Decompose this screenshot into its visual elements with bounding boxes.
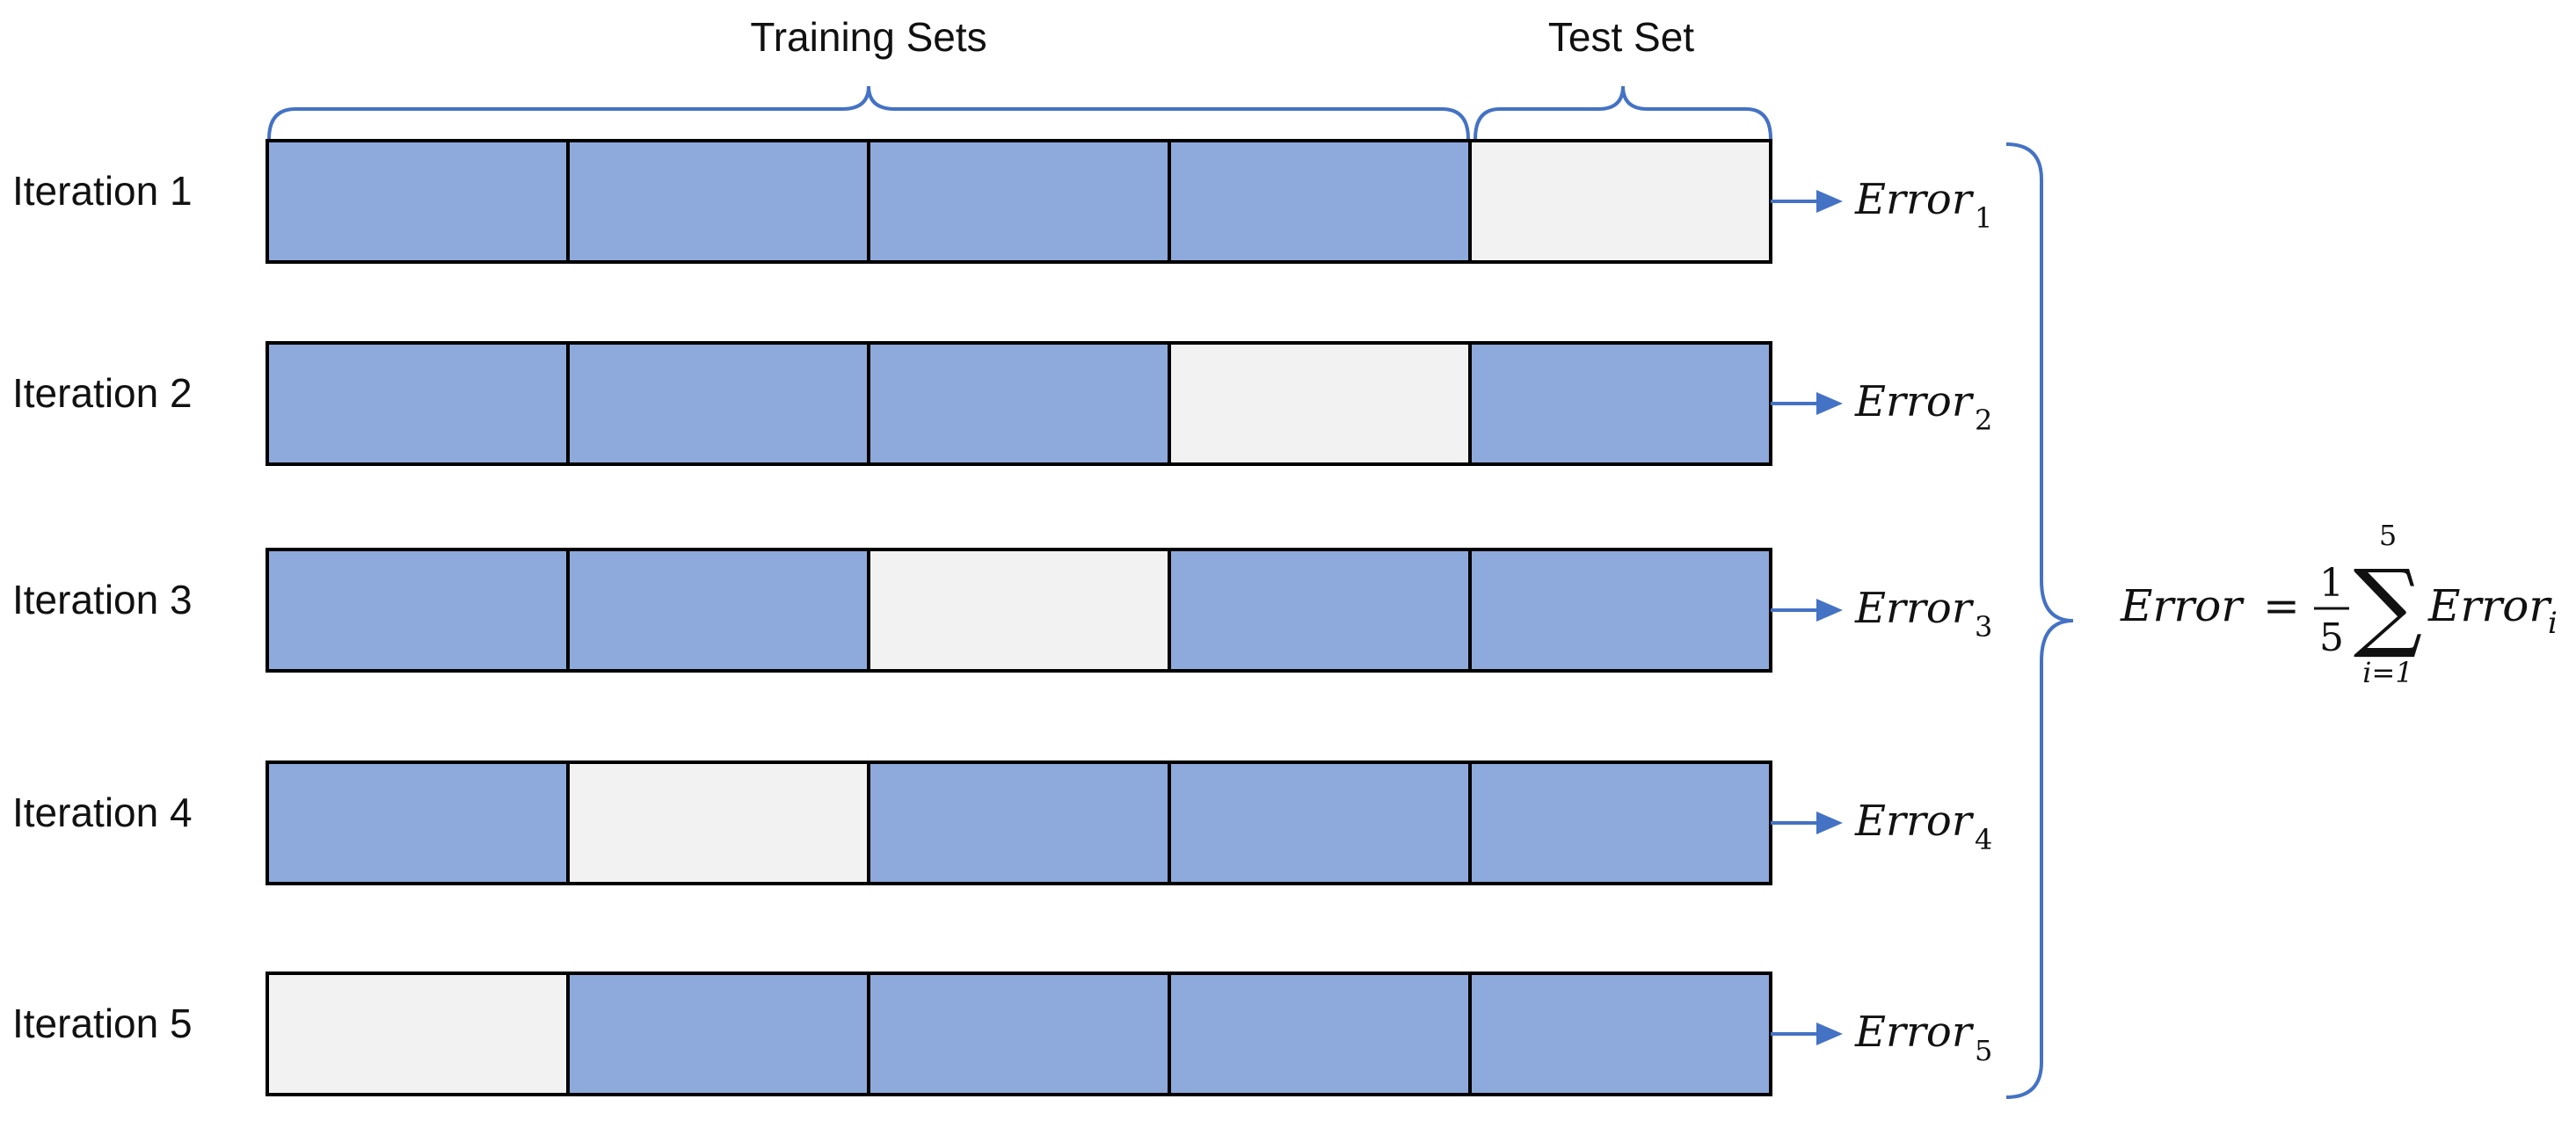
training-fold bbox=[566, 341, 870, 466]
training-fold bbox=[1468, 341, 1772, 466]
training-fold bbox=[266, 341, 570, 466]
training-fold bbox=[266, 139, 570, 264]
arrow-head-icon bbox=[1816, 392, 1843, 415]
test-fold bbox=[867, 548, 1171, 673]
iteration-label: Iteration 2 bbox=[12, 370, 193, 416]
arrow-head-icon bbox=[1816, 190, 1843, 213]
training-fold bbox=[1468, 760, 1772, 885]
test-fold bbox=[266, 972, 570, 1096]
average-error-formula: Error = 1 5 5 ∑ i=1 Error i bbox=[2120, 519, 2558, 689]
training-fold bbox=[867, 139, 1171, 264]
test-set-brace bbox=[1474, 85, 1772, 140]
training-fold bbox=[1168, 972, 1472, 1096]
training-sets-label: Training Sets bbox=[750, 14, 986, 60]
iteration-error-subscript: 4 bbox=[1975, 823, 1992, 856]
training-fold bbox=[566, 972, 870, 1096]
iteration-error-label: Error bbox=[1854, 584, 1975, 633]
iteration-error-subscript: 2 bbox=[1975, 404, 1992, 437]
summary-brace bbox=[2005, 142, 2074, 1099]
formula-term-subscript: i bbox=[2548, 606, 2558, 641]
training-fold bbox=[566, 139, 870, 264]
training-fold bbox=[867, 341, 1171, 466]
training-fold bbox=[266, 548, 570, 673]
fraction-denominator: 5 bbox=[2319, 615, 2344, 660]
training-fold bbox=[266, 760, 570, 885]
arrow-head-icon bbox=[1816, 599, 1843, 622]
iteration-label: Iteration 4 bbox=[12, 790, 193, 835]
training-fold bbox=[1468, 972, 1772, 1096]
test-fold bbox=[1168, 341, 1472, 466]
iteration-error-subscript: 5 bbox=[1975, 1034, 1992, 1067]
test-set-label: Test Set bbox=[1548, 14, 1694, 60]
training-fold bbox=[867, 972, 1171, 1096]
training-sets-brace bbox=[267, 85, 1470, 140]
training-fold bbox=[1168, 760, 1472, 885]
iteration-label: Iteration 1 bbox=[12, 168, 193, 214]
iteration-error-label: Error bbox=[1854, 377, 1975, 426]
training-fold bbox=[1468, 548, 1772, 673]
training-fold bbox=[1168, 139, 1472, 264]
sigma-upper-limit: 5 bbox=[2379, 519, 2397, 552]
training-fold bbox=[867, 760, 1171, 885]
test-fold bbox=[566, 760, 870, 885]
iteration-error-subscript: 1 bbox=[1975, 201, 1992, 235]
formula-equals: = bbox=[2263, 580, 2300, 631]
iteration-error-label: Error bbox=[1854, 175, 1975, 224]
fraction-numerator: 1 bbox=[2319, 561, 2344, 606]
sigma-lower-limit: i=1 bbox=[2362, 656, 2412, 689]
iteration-label: Iteration 5 bbox=[12, 1001, 193, 1046]
iteration-error-label: Error bbox=[1854, 1008, 1975, 1057]
arrow-head-icon bbox=[1816, 811, 1843, 834]
iteration-error-subscript: 3 bbox=[1975, 610, 1992, 644]
iteration-error-label: Error bbox=[1854, 797, 1975, 846]
iteration-label: Iteration 3 bbox=[12, 577, 193, 622]
training-fold bbox=[566, 548, 870, 673]
training-fold bbox=[1168, 548, 1472, 673]
test-fold bbox=[1468, 139, 1772, 264]
summation-icon: ∑ bbox=[2354, 549, 2423, 661]
formula-lhs: Error bbox=[2120, 580, 2245, 631]
arrow-head-icon bbox=[1816, 1022, 1843, 1045]
formula-term: Error bbox=[2427, 580, 2552, 631]
